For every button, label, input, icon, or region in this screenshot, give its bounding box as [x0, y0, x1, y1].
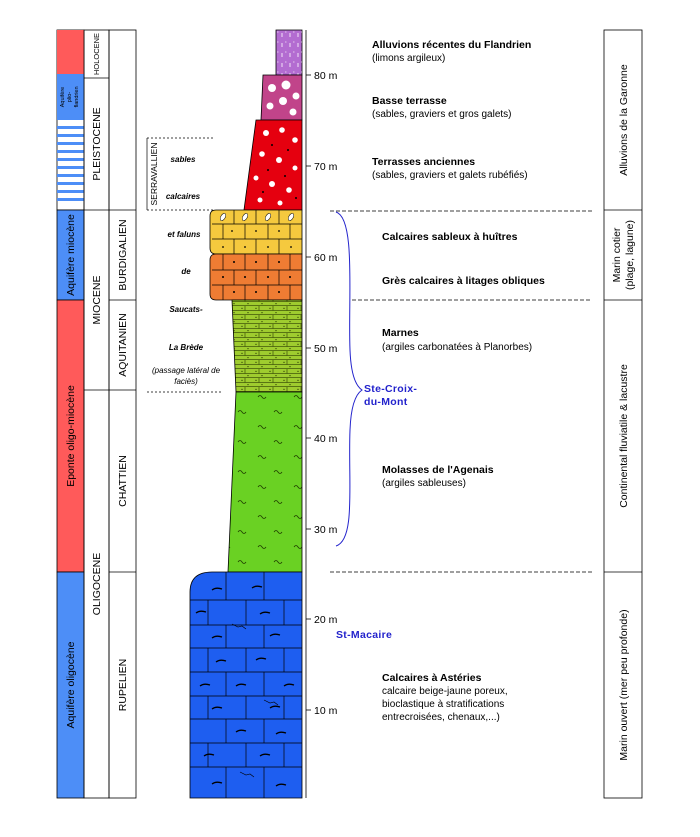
tick-20: 20 m [314, 614, 338, 626]
formation-descriptions: Alluvions récentes du Flandrien (limons … [372, 39, 545, 723]
formation-6-desc: (argiles carbonatées à Planorbes) [382, 342, 532, 353]
environment-3: Continental fluviatile & lacustre [618, 364, 630, 508]
formation-8-desc-3: entrecroisées, chenaux,...) [382, 712, 500, 723]
stage-rupelien: RUPELIEN [117, 659, 129, 712]
serravallien-note-line-1: (passage latéral de [152, 366, 221, 375]
tick-80: 80 m [314, 70, 338, 82]
aquifer-band-top-red [57, 30, 84, 74]
environment-1: Alluvions de la Garonne [618, 64, 630, 176]
lithologic-column [189, 29, 303, 799]
stage-chattien: CHATTIEN [117, 455, 129, 507]
epoch-pleistocene: PLEISTOCENE [91, 107, 103, 180]
serravallien-line-1: sables [171, 155, 196, 164]
serravallien-label: SERRAVALLIEN [149, 143, 159, 206]
epoch-holocene: HOLOCENE [92, 33, 101, 75]
layer-basse-terrasse [260, 74, 303, 121]
environment-column: Alluvions de la Garonne Marin cotier (pl… [603, 29, 643, 799]
aquifer-band-eponte [56, 299, 85, 573]
aquifer-flandrien-line-1: Aquifère [60, 87, 66, 108]
layer-calcaires-asteries [189, 571, 303, 799]
serravallien-line-5: Saucats- [169, 305, 203, 314]
stage-burdigalien: BURDIGALIEN [117, 219, 129, 290]
stage-column: BURDIGALIEN AQUITANIEN CHATTIEN RUPELIEN [108, 29, 137, 799]
serravallien-line-4: de [181, 267, 191, 276]
environment-2-line-1: Marin cotier [611, 227, 623, 282]
tick-50: 50 m [314, 343, 338, 355]
aquifer-flandrien-line-3: flandrien [74, 86, 80, 107]
environment-4: Marin ouvert (mer peu profonde) [618, 609, 630, 760]
tick-40: 40 m [314, 433, 338, 445]
tick-70: 70 m [314, 161, 338, 173]
formation-2-title: Basse terrasse [372, 95, 447, 107]
formation-7-desc: (argiles sableuses) [382, 478, 466, 489]
aquifer-band-flandrien [57, 74, 84, 120]
formation-4-title: Calcaires sableux à huîtres [382, 231, 518, 243]
serravallien-note: SERRAVALLIEN sables calcaires et faluns … [146, 137, 222, 393]
serravallien-line-3: et faluns [168, 230, 201, 239]
aquifer-stripes [57, 126, 84, 201]
formation-8-desc-2: bioclastique à stratifications [382, 699, 504, 710]
ste-croix-brace [335, 211, 363, 547]
layer-terrasses-anciennes [243, 119, 303, 211]
formation-3-desc: (sables, graviers et galets rubéfiés) [372, 170, 528, 181]
location-st-macaire: St-Macaire [336, 629, 392, 641]
serravallien-note-line-2: faciès) [174, 377, 198, 386]
layer-molasses [227, 391, 303, 573]
formation-5-title: Grès calcaires à litages obliques [382, 275, 545, 287]
aquifer-band-miocene [56, 209, 85, 301]
location-ste-croix-line-1: Ste-Croix- [364, 383, 417, 395]
depth-scale: 80 m 70 m 60 m 50 m 40 m 30 m 20 m 10 m [305, 30, 338, 798]
layer-calcaires-sableux [209, 209, 303, 255]
formation-2-desc: (sables, graviers et gros galets) [372, 109, 512, 120]
serravallien-line-6: La Brède [169, 343, 204, 352]
stage-aquitanien: AQUITANIEN [117, 313, 129, 376]
formation-8-title: Calcaires à Astéries [382, 672, 482, 684]
tick-10: 10 m [314, 705, 338, 717]
formation-8-desc-1: calcaire beige-jaune poreux, [382, 686, 508, 697]
eponte-label: Eponte oligo-miocène [65, 385, 77, 487]
epoch-oligocene: OLIGOCENE [91, 553, 103, 615]
tick-60: 60 m [314, 252, 338, 264]
aquifer-miocene-label: Aquifère miocène [65, 214, 77, 296]
formation-1-title: Alluvions récentes du Flandrien [372, 39, 531, 51]
aquifer-flandrien-line-2: plio- [67, 92, 73, 103]
layer-marnes [231, 299, 303, 393]
formation-7-title: Molasses de l'Agenais [382, 464, 494, 476]
epoch-miocene: MIOCENE [91, 275, 103, 324]
formation-3-title: Terrasses anciennes [372, 156, 475, 168]
epoch-column: HOLOCENE PLEISTOCENE MIOCENE OLIGOCENE [83, 29, 110, 799]
boundary-lines [330, 210, 592, 573]
formation-6-title: Marnes [382, 327, 419, 339]
environment-2-line-2: (plage, lagune) [624, 220, 636, 290]
location-ste-croix-line-2: du-Mont [364, 396, 408, 408]
serravallien-line-2: calcaires [166, 192, 201, 201]
aquifer-oligocene-label: Aquifère oligocène [65, 641, 77, 728]
formation-1-desc: (limons argileux) [372, 53, 445, 64]
tick-30: 30 m [314, 524, 338, 536]
layer-gres-calcaires [209, 253, 303, 301]
aquifer-column: Aquifère plio- flandrien Aquifère miocèn… [56, 29, 85, 799]
layer-alluvions-recentes [275, 29, 303, 76]
